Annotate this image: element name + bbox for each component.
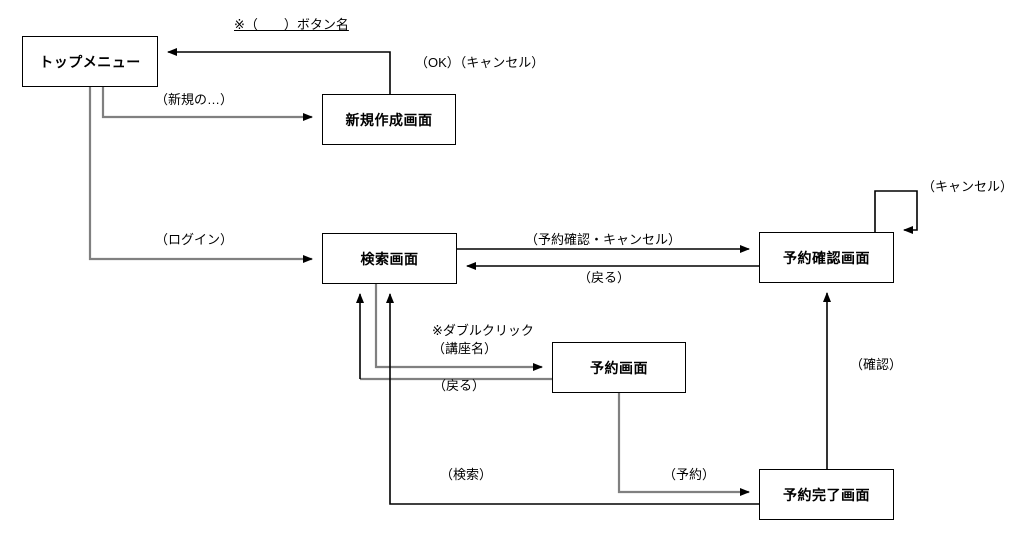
edge-back-reserve xyxy=(356,293,552,381)
edge-dblclick xyxy=(374,284,543,371)
edge-label-back-reserve: （戻る） xyxy=(433,378,486,393)
edge-search xyxy=(386,293,894,505)
edge-self-cancel xyxy=(874,190,918,234)
node-label: 予約画面 xyxy=(590,359,648,376)
edge-ok-cancel xyxy=(167,48,391,94)
node-reserve[interactable]: 予約画面 xyxy=(552,342,686,393)
edge-label-confirm-cancel: （予約確認・キャンセル） xyxy=(525,232,682,247)
edge-reserve xyxy=(617,393,750,496)
node-label: 予約完了画面 xyxy=(783,486,870,503)
node-label: 予約確認画面 xyxy=(783,249,870,266)
edge-label-search: （検索） xyxy=(440,467,493,482)
node-new-create[interactable]: 新規作成画面 xyxy=(322,94,456,145)
edge-label-kakunin: （確認） xyxy=(850,357,903,372)
edge-label-ok-cancel: （OK）（キャンセル） xyxy=(415,55,545,70)
node-search[interactable]: 検索画面 xyxy=(322,233,457,284)
node-reserve-confirm[interactable]: 予約確認画面 xyxy=(759,232,894,283)
node-top-menu[interactable]: トップメニュー xyxy=(22,36,158,87)
diagram-title-note: ※（ ）ボタン名 xyxy=(234,17,349,32)
edge-label-new-create: （新規の…） xyxy=(155,92,234,107)
edge-label-back-confirm: （戻る） xyxy=(578,270,631,285)
edge-label-reserve: （予約） xyxy=(663,467,716,482)
node-label: 新規作成画面 xyxy=(345,111,433,128)
edge-label-dblclick: ※ダブルクリック （講座名） xyxy=(432,323,534,356)
edge-label-login: （ログイン） xyxy=(155,232,234,247)
edge-label-self-cancel: （キャンセル） xyxy=(922,179,1014,194)
node-reserve-done[interactable]: 予約完了画面 xyxy=(759,469,894,520)
edge-login xyxy=(88,87,313,263)
edge-new-create xyxy=(101,87,313,121)
node-label: トップメニュー xyxy=(39,53,141,70)
node-label: 検索画面 xyxy=(360,250,419,267)
